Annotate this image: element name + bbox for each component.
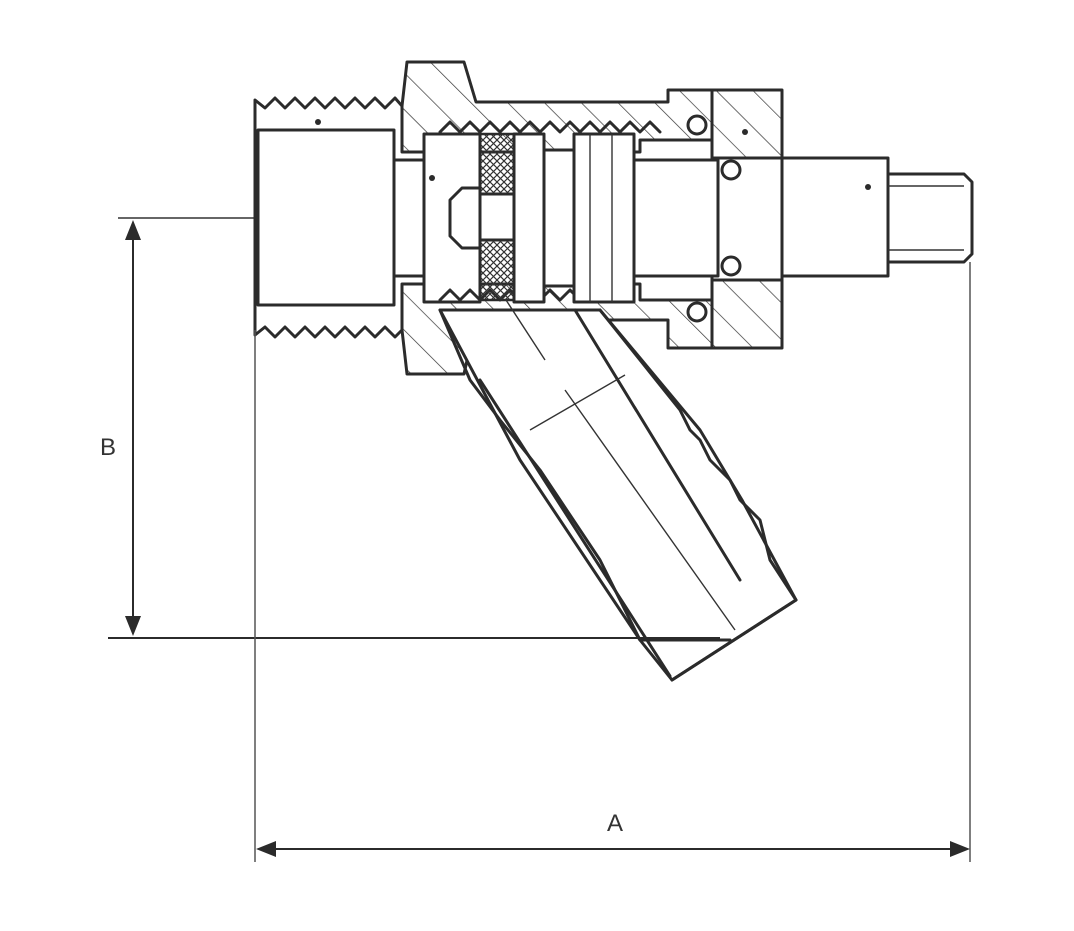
dimension-a (254, 262, 971, 862)
internal-thread-top (438, 120, 662, 134)
o-rings (686, 114, 742, 323)
threaded-inlet (253, 96, 404, 339)
hex-end (886, 172, 974, 264)
dimension-b-label: B (100, 434, 117, 461)
angled-branch (438, 299, 798, 682)
union-nut (710, 88, 784, 350)
spool (542, 132, 636, 304)
filter-element (478, 132, 546, 304)
dimension-b (108, 220, 720, 639)
stem-shaft (632, 156, 890, 278)
dimension-a-label: A (607, 810, 624, 837)
cone-tip (448, 186, 482, 250)
